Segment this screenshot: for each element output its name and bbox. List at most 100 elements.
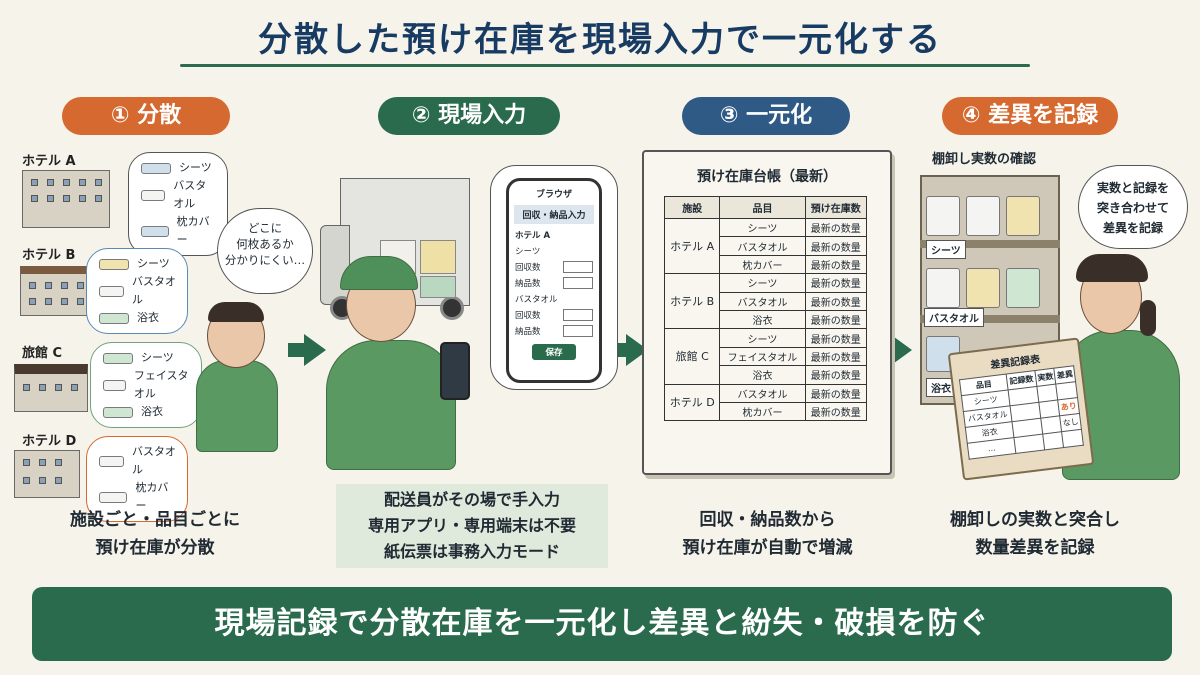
ledger-item: バスタオル — [719, 383, 806, 403]
towel-icon — [103, 352, 133, 364]
ledger-item: バスタオル — [719, 236, 806, 256]
hotel-a-building-icon — [22, 170, 110, 228]
caption-line: 預け在庫が自動で増減 — [682, 538, 853, 558]
hotel-b-building-icon — [20, 266, 90, 316]
shelf-title: 棚卸し実数の確認 — [932, 152, 1037, 167]
item-label: バスタオル — [173, 179, 207, 210]
linen-stack-icon — [926, 196, 960, 236]
towel-icon — [99, 285, 124, 297]
title-underline — [180, 64, 1030, 67]
shelf-board — [920, 240, 1060, 248]
ledger-qty: 最新の数量 — [804, 401, 868, 422]
item-label: 浴衣 — [141, 405, 163, 418]
caption-line: 数量差異を記録 — [975, 538, 1095, 558]
thought-line: 分かりにくい… — [224, 253, 306, 267]
ledger-title: 預け在庫台帳（最新） — [697, 169, 837, 185]
towel-icon — [99, 455, 124, 467]
deliver-field-label: 納品数 — [515, 279, 541, 289]
item-label: フェイスタオル — [133, 369, 189, 400]
ledger-qty: 最新の数量 — [804, 383, 868, 403]
confused-thought-bubble: どこに 何枚あるか 分かりにくい… — [217, 208, 313, 294]
thought-line: どこに — [247, 221, 283, 235]
hotel-b-items-bubble: シーツ バスタオル 浴衣 — [86, 248, 188, 334]
collect-count-input[interactable] — [563, 309, 593, 321]
towel-icon — [141, 189, 166, 201]
table-row: 浴衣最新の数量 — [665, 365, 868, 385]
ledger-qty: 最新の数量 — [804, 328, 868, 348]
form-facility: ホテル A — [515, 231, 551, 241]
step-4-caption: 棚卸しの実数と突合し 数量差異を記録 — [910, 506, 1160, 562]
facility-label-c: 旅館 C — [22, 346, 63, 361]
towel-icon — [99, 312, 129, 324]
ledger-facility: 旅館 C — [663, 328, 721, 385]
ryokan-c-building-icon — [14, 364, 88, 412]
caption-line: 紙伝票は事務入力モード — [383, 542, 560, 561]
step-2-label: ② 現場入力 — [378, 97, 560, 135]
ledger-facility: ホテル D — [663, 383, 721, 422]
ledger-header: 預け在庫数 — [804, 196, 868, 219]
step-1-caption: 施設ごと・品目ごとに 預け在庫が分散 — [40, 506, 270, 562]
ledger-qty: 最新の数量 — [804, 273, 868, 293]
towel-icon — [99, 258, 129, 270]
save-button[interactable]: 保存 — [532, 344, 576, 360]
table-row: 枕カバー最新の数量 — [665, 254, 868, 275]
shelf-tag-bathtowel: バスタオル — [924, 308, 984, 327]
form-header: 回収・納品入力 — [514, 205, 594, 224]
summary-banner: 現場記録で分散在庫を一元化し差異と紛失・破損を防ぐ — [32, 587, 1172, 661]
ledger-header: 施設 — [663, 196, 721, 219]
item-label: 枕カバー — [176, 215, 210, 246]
step-3-label: ③ 一元化 — [682, 97, 850, 135]
item-label: シーツ — [179, 161, 212, 174]
ledger-qty: 最新の数量 — [804, 346, 868, 367]
right-arrow-icon — [304, 334, 326, 366]
item-label: バスタオル — [131, 445, 176, 476]
browser-title: ブラウザ — [535, 190, 572, 200]
step-4-label: ④ 差異を記録 — [942, 97, 1118, 135]
item-label: 浴衣 — [137, 311, 159, 324]
deliver-count-input[interactable] — [563, 277, 593, 289]
step-3-caption: 回収・納品数から 預け在庫が自動で増減 — [640, 506, 895, 562]
table-row: フェイスタオル最新の数量 — [665, 346, 868, 367]
deliver-field-label: 納品数 — [515, 327, 541, 337]
ryokan-c-items-bubble: シーツ フェイスタオル 浴衣 — [90, 342, 202, 428]
right-arrow-icon — [890, 334, 912, 366]
thought-line: 差異を記録 — [1102, 221, 1163, 235]
reconcile-thought-bubble: 実数と記録を 突き合わせて 差異を記録 — [1078, 165, 1188, 249]
towel-icon — [103, 406, 133, 418]
collect-field-label: 回収数 — [515, 263, 541, 273]
facility-label-b: ホテル B — [22, 248, 76, 263]
hotel-d-items-bubble: バスタオル 枕カバー — [86, 436, 188, 522]
ledger-qty: 最新の数量 — [804, 365, 868, 385]
caption-line: 施設ごと・品目ごとに — [70, 510, 240, 530]
ledger-qty: 最新の数量 — [804, 291, 868, 311]
facility-label-a: ホテル A — [22, 154, 76, 169]
linen-stack-icon — [966, 196, 1000, 236]
item-label: シーツ — [141, 351, 174, 364]
phone-screen: ブラウザ 回収・納品入力 ホテル A シーツ 回収数 納品数 バスタオル 回収数… — [506, 178, 602, 383]
step-1-label: ① 分散 — [62, 97, 230, 135]
item-label: シーツ — [137, 257, 170, 270]
ledger-item: 浴衣 — [719, 365, 806, 385]
towel-icon — [99, 491, 128, 503]
ledger-item: 枕カバー — [719, 254, 806, 275]
ledger-qty: 最新の数量 — [804, 309, 868, 330]
linen-stack-icon — [966, 268, 1000, 308]
deliver-count-input[interactable] — [563, 325, 593, 337]
discrepancy-table: 品目 記録数 実数 差異 シーツ バスタオルあり 浴衣なし … — [958, 365, 1084, 460]
hotel-a-items-bubble: シーツ バスタオル 枕カバー — [128, 152, 228, 256]
linen-stack-icon — [1006, 196, 1040, 236]
ledger-facility: ホテル B — [663, 273, 721, 330]
ledger-item: バスタオル — [719, 291, 806, 311]
caption-line: 専用アプリ・専用端末は不要 — [367, 516, 576, 535]
linen-stack-icon — [1006, 268, 1040, 308]
caption-line: 預け在庫が分散 — [95, 538, 215, 558]
shelf-board — [920, 315, 1060, 323]
table-row: バスタオル最新の数量 — [665, 236, 868, 256]
ledger-header: 品目 — [719, 196, 806, 219]
hotel-d-building-icon — [14, 450, 80, 498]
collect-count-input[interactable] — [563, 261, 593, 273]
